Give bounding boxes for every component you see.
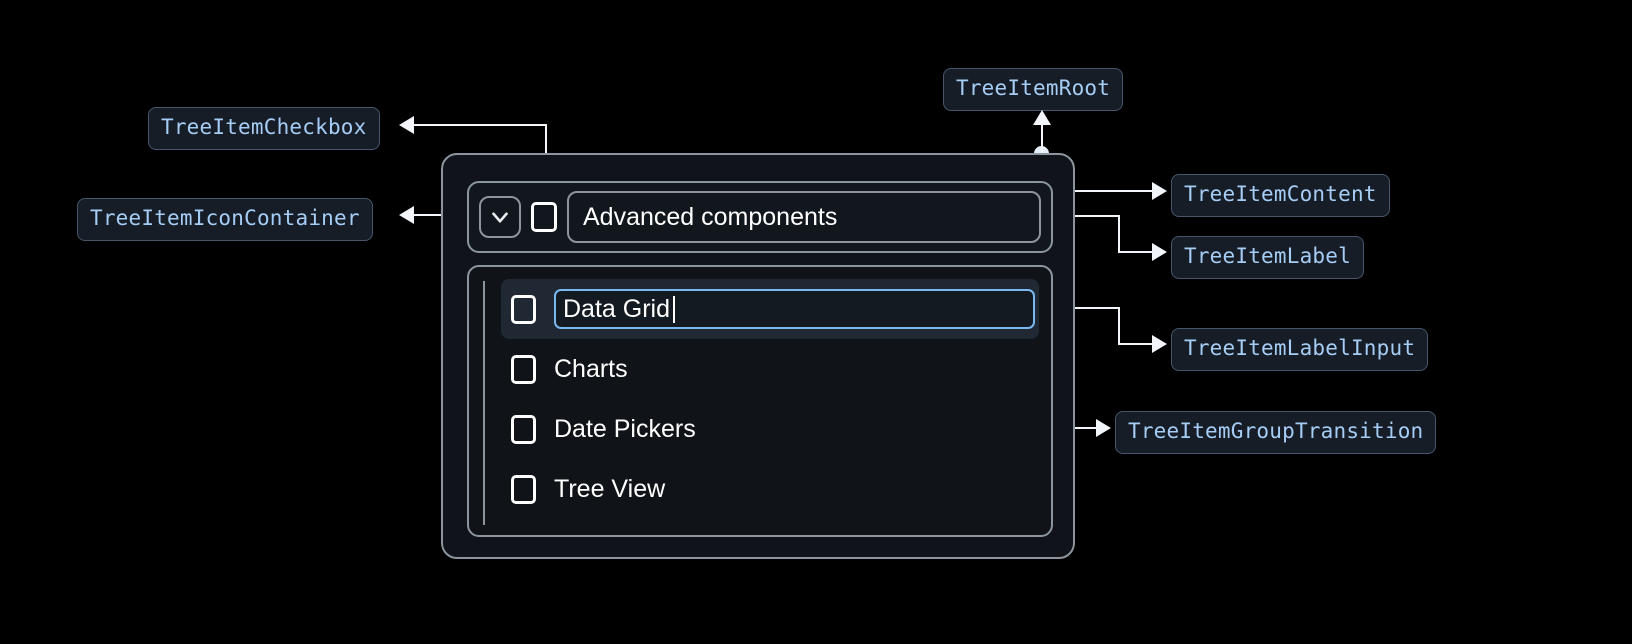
arrow-root [1033,110,1051,125]
arrow-item-label [1152,243,1167,261]
annotation-chip-tree-item-icon-container: TreeItemIconContainer [77,198,373,241]
connector-line-item-label-h2 [1118,251,1152,253]
arrow-content [1152,182,1167,200]
arrow-group-transition [1096,419,1111,437]
tree-item-checkbox[interactable] [511,354,536,384]
chevron-down-icon [487,204,513,230]
text-caret [672,295,675,323]
tree-item-checkbox[interactable] [511,474,536,504]
tree-item-group-transition: Data Grid Charts Date Pickers Tree View [467,265,1053,537]
tree-item-row-charts[interactable]: Charts [469,339,1051,399]
annotation-chip-tree-item-label-input: TreeItemLabelInput [1171,328,1429,371]
tree-item-checkbox[interactable] [531,202,557,232]
connector-line-label-input-v [1118,307,1120,345]
tree-item-label-input-value: Data Grid [563,294,670,323]
connector-line-item-label-v [1118,215,1120,253]
annotation-chip-tree-item-group-transition: TreeItemGroupTransition [1115,411,1437,454]
tree-item-row-data-grid[interactable]: Data Grid [501,279,1039,339]
tree-item-label: Charts [554,354,628,383]
tree-item-root[interactable]: Advanced components Data Grid Charts Dat… [441,153,1075,559]
arrow-icon-container [399,206,414,224]
arrow-checkbox [399,116,414,134]
tree-item-label-input[interactable]: Data Grid [554,289,1035,329]
tree-item-row-date-pickers[interactable]: Date Pickers [469,399,1051,459]
connector-line-label-input-h2 [1118,343,1152,345]
tree-item-row-tree-view[interactable]: Tree View [469,459,1051,519]
tree-item-content[interactable]: Advanced components [467,181,1053,253]
tree-item-label[interactable]: Advanced components [567,191,1041,243]
annotation-chip-tree-item-label: TreeItemLabel [1171,236,1364,279]
connector-line-content [1053,190,1152,192]
tree-item-label: Date Pickers [554,414,696,443]
tree-item-label: Tree View [554,474,666,503]
connector-line-root-v [1041,122,1043,154]
annotation-chip-tree-item-checkbox: TreeItemCheckbox [148,107,380,150]
connector-line-item-label-h1 [1043,215,1120,217]
tree-item-checkbox[interactable] [511,414,536,444]
tree-indent-guide [483,281,485,525]
annotation-chip-tree-item-content: TreeItemContent [1171,174,1390,217]
connector-line-label-input-h1 [1043,307,1120,309]
connector-line-checkbox-h [414,124,547,126]
tree-item-icon-container[interactable] [479,196,521,238]
tree-item-checkbox[interactable] [511,294,536,324]
annotation-chip-tree-item-root: TreeItemRoot [943,68,1124,111]
arrow-label-input [1152,335,1167,353]
